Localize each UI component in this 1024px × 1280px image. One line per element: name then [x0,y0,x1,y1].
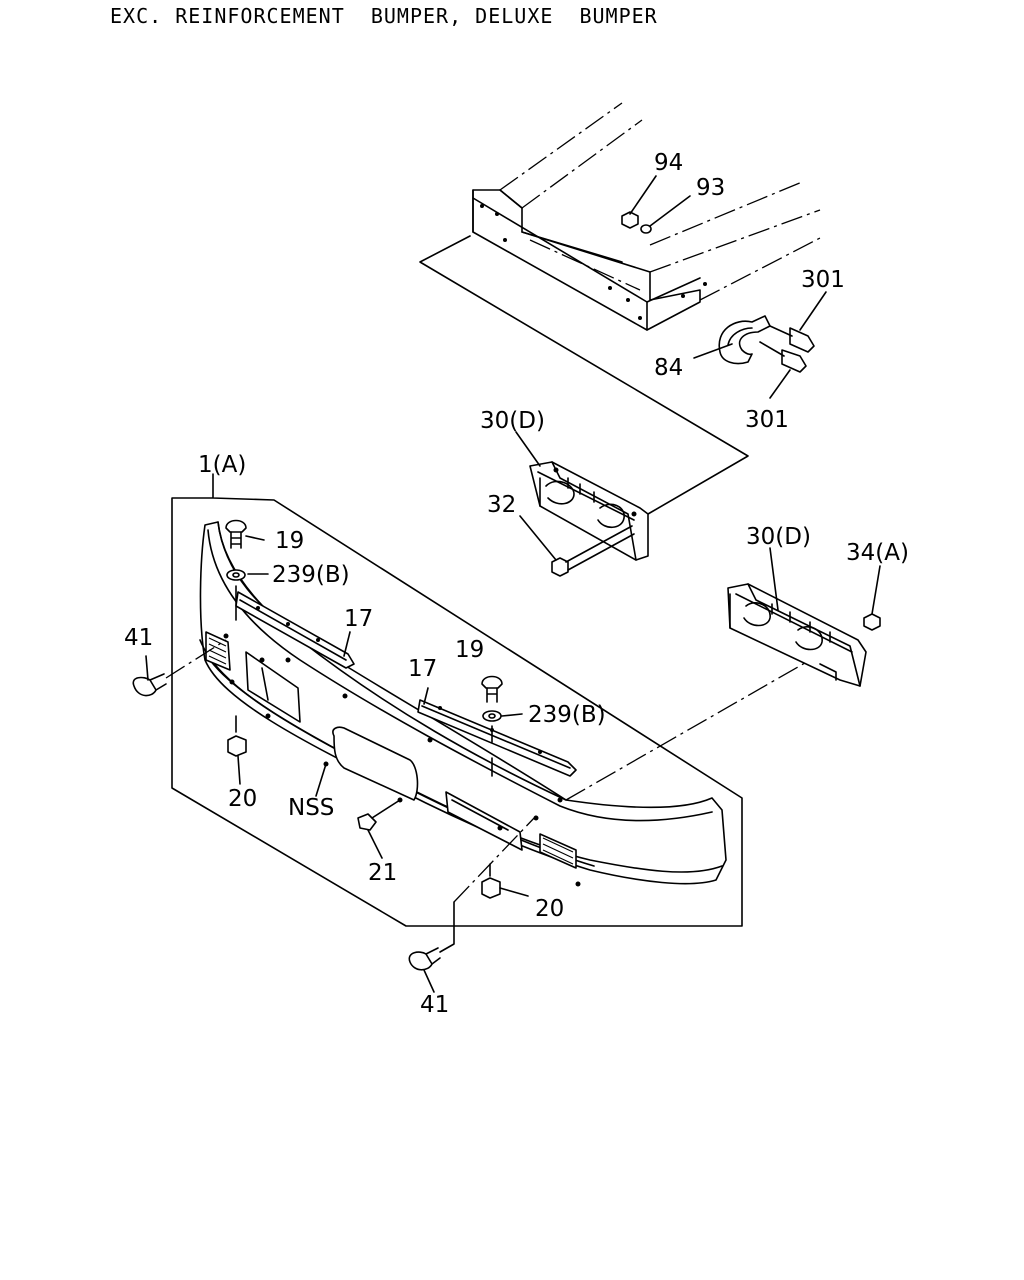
callout-239b-left: 239(B) [272,562,350,588]
callout-19-right: 19 [455,637,484,663]
callout-17-right: 17 [408,656,437,682]
callout-94: 94 [654,150,683,176]
callout-21: 21 [368,860,397,886]
callout-19-left: 19 [275,528,304,554]
fasteners [132,519,537,971]
leader-lines [145,175,881,993]
callout-93: 93 [696,175,725,201]
callout-17-left: 17 [344,606,373,632]
callout-20-left: 20 [228,786,257,812]
bumper-outline-frame [171,473,743,927]
diagram-title: EXC. REINFORCEMENT BUMPER, DELUXE BUMPER [110,4,658,28]
bumper-bracket-right [727,583,881,687]
callout-84: 84 [654,355,683,381]
frame-rails [472,102,821,331]
leader-enclosure [419,235,846,801]
callout-1a: 1(A) [198,452,246,478]
callout-301-lower: 301 [745,407,789,433]
callout-30d-right: 30(D) [746,524,811,550]
callout-labels: 94 93 301 84 301 30(D) 32 1(A) 19 239(B)… [124,150,909,1018]
callout-20-right: 20 [535,896,564,922]
callout-nss: NSS [288,795,334,821]
callout-41-left: 41 [124,625,153,651]
callout-34a: 34(A) [846,540,909,566]
callout-239b-right: 239(B) [528,702,606,728]
bumper-stays [235,591,577,777]
callout-301-upper: 301 [801,267,845,293]
callout-32: 32 [487,492,516,518]
tow-hook-assembly [621,211,815,373]
bumper-bracket-left [529,461,649,577]
callout-30d-left: 30(D) [480,408,545,434]
callout-41-bottom: 41 [420,992,449,1018]
